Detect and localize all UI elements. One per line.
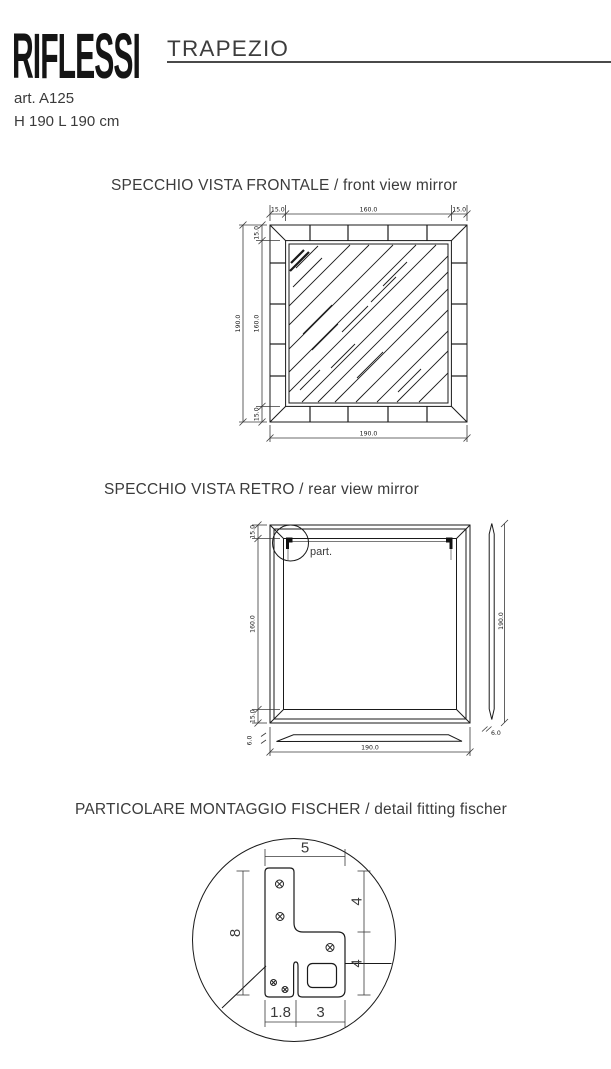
- dim-top-center: 160.0: [360, 207, 378, 214]
- detail-dim-right-upper: 4: [349, 897, 366, 905]
- callout-label: part.: [310, 546, 332, 558]
- detail-dimensions: 5 8 4 4 1.8 3: [227, 840, 371, 1027]
- detail-dim-right-lower: 4: [349, 959, 366, 967]
- callout-circle: [272, 524, 309, 562]
- front-view-drawing: 15.0 160.0 15.0 190.0 15.0 160.0 15: [235, 205, 471, 442]
- rear-dim-bottom-total: 190.0: [361, 745, 379, 752]
- detail-view-title: PARTICOLARE MONTAGGIO FISCHER / detail f…: [75, 801, 507, 818]
- brand-logo-text: RIFLESSI: [12, 20, 141, 92]
- hanging-fittings: [286, 537, 453, 560]
- detail-dim-bottom-right: 3: [316, 1004, 324, 1021]
- title-underline: [167, 61, 611, 63]
- detail-view-drawing: 5 8 4 4 1.8 3: [192, 838, 396, 1042]
- overall-size: H 190 L 190 cm: [14, 113, 120, 130]
- fischer-bracket: [264, 867, 346, 998]
- dim-top-left: 15.0: [271, 207, 285, 214]
- rear-view-drawing: part. 15.0 160.0 15.0 6.0: [247, 519, 509, 756]
- bottom-profile: 6.0 190.0: [247, 727, 474, 756]
- dim-left-center: 160.0: [254, 315, 261, 333]
- dim-left-bottom: 15.0: [254, 407, 261, 421]
- dim-top-right: 15.0: [452, 207, 466, 214]
- frame-miter-line: [221, 965, 267, 1009]
- front-frame: [269, 224, 468, 423]
- rear-dim-left-bottom: 15.0: [250, 709, 257, 723]
- fitting-left: [286, 537, 293, 549]
- detail-dim-bottom-left: 1.8: [270, 1004, 291, 1021]
- dim-left-total: 190.0: [235, 315, 242, 333]
- product-title: TRAPEZIO: [167, 36, 290, 61]
- rear-view-title: SPECCHIO VISTA RETRO / rear view mirror: [104, 481, 419, 498]
- dim-bottom-total: 190.0: [360, 431, 378, 438]
- rear-dim-left-top: 15.0: [250, 525, 257, 539]
- mirror-glass-hatch: [289, 244, 448, 403]
- brand-logo: RIFLESSI: [12, 24, 284, 88]
- dim-thickness-left: 6.0: [247, 736, 254, 746]
- dim-left-top: 15.0: [254, 226, 261, 240]
- keyhole-slot: [306, 962, 338, 989]
- frame-segment-lines: [270, 225, 467, 422]
- detail-dim-width: 5: [301, 840, 309, 857]
- detail-dim-height: 8: [227, 929, 244, 937]
- bracket-screws: [270, 879, 335, 993]
- rear-frame: [269, 524, 471, 724]
- front-dimensions: 15.0 160.0 15.0 190.0 15.0 160.0 15: [235, 205, 471, 442]
- detail-circle: [192, 838, 396, 1042]
- rear-dim-left-center: 160.0: [250, 615, 257, 633]
- rear-left-dimensions: 15.0 160.0 15.0: [250, 521, 280, 727]
- front-view-title: SPECCHIO VISTA FRONTALE / front view mir…: [111, 177, 458, 194]
- dim-thickness-right: 6.0: [491, 730, 501, 737]
- fitting-right: [446, 537, 453, 549]
- dim-right-total: 190.0: [498, 612, 505, 630]
- article-number: art. A125: [14, 90, 75, 107]
- side-profile: 190.0 6.0: [481, 519, 509, 737]
